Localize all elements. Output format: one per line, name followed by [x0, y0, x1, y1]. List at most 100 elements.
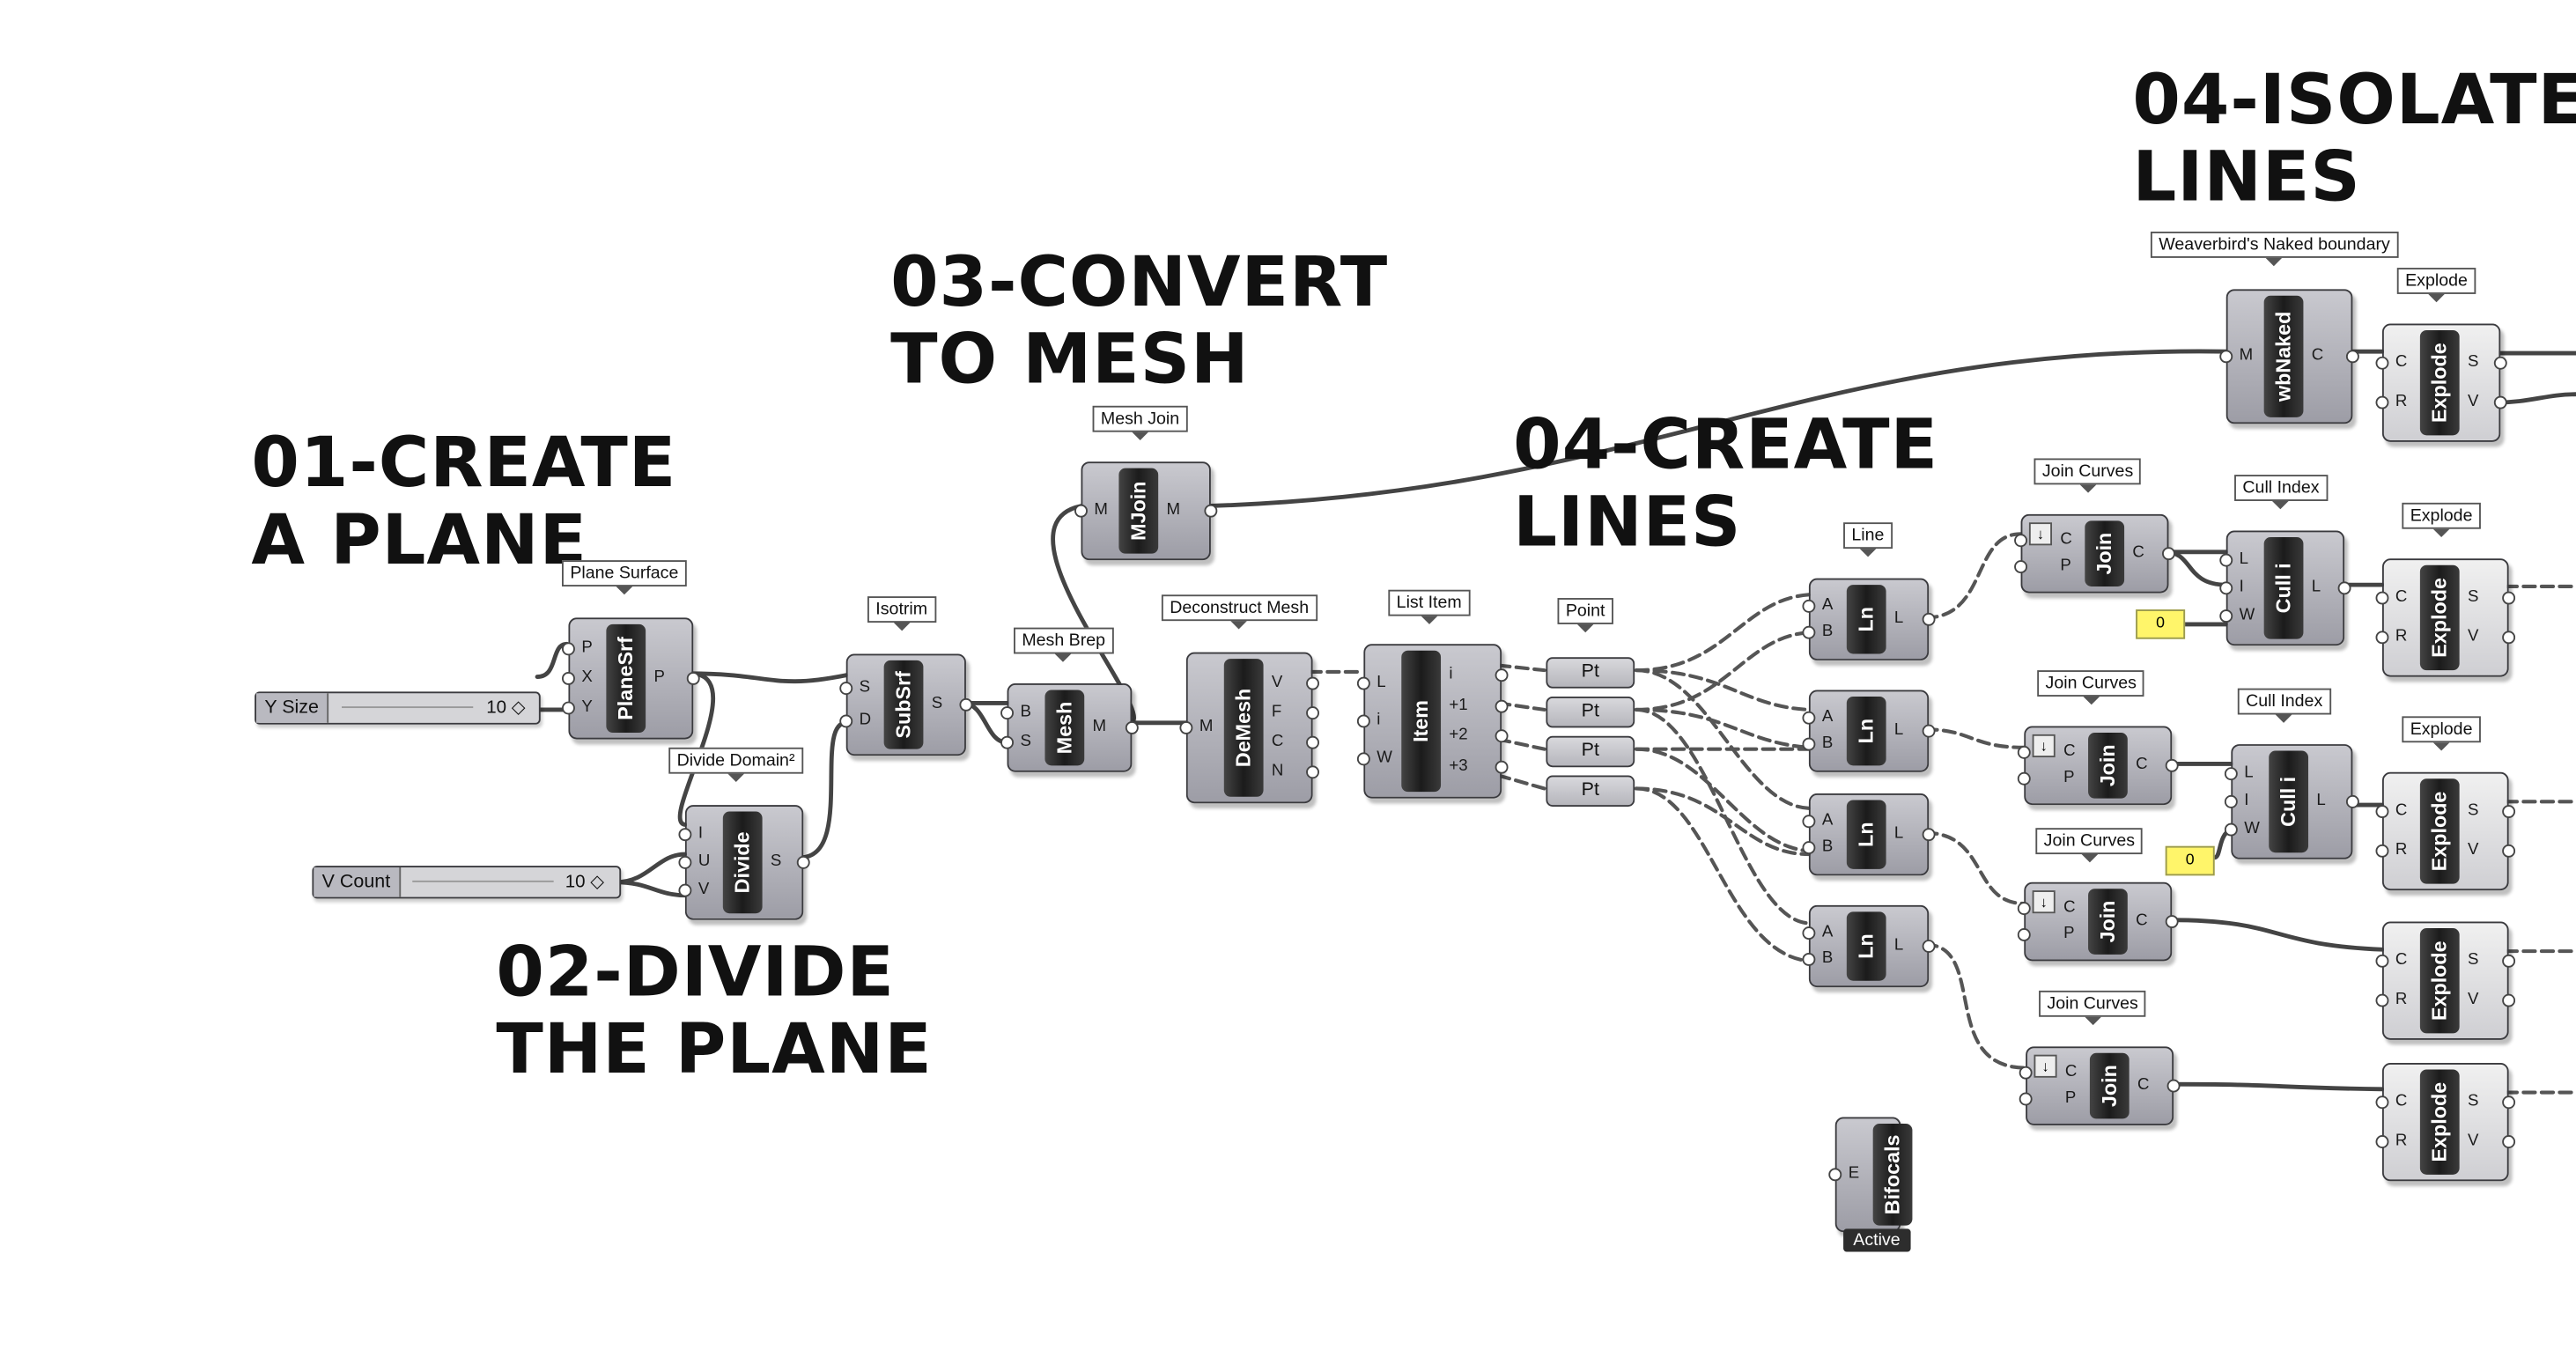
- port-pin[interactable]: [1306, 676, 1319, 690]
- port-in[interactable]: I: [2244, 792, 2249, 810]
- port-out[interactable]: M: [1092, 718, 1107, 736]
- port-out[interactable]: S: [2467, 353, 2479, 373]
- port-pin[interactable]: [1495, 699, 1509, 713]
- port-in[interactable]: B: [1821, 623, 1834, 641]
- port-out[interactable]: C: [2311, 346, 2324, 365]
- port-in[interactable]: B: [1821, 734, 1834, 753]
- port-pin[interactable]: [2166, 1079, 2181, 1093]
- port-pin[interactable]: [2493, 395, 2507, 409]
- port-pin[interactable]: [2017, 746, 2031, 760]
- port-out[interactable]: +3: [1449, 756, 1468, 775]
- port-out[interactable]: C: [2132, 543, 2144, 563]
- port-pin[interactable]: [1802, 841, 1816, 855]
- port-pin[interactable]: [1802, 952, 1816, 966]
- component-core[interactable]: wbNaked: [2263, 295, 2304, 417]
- port-out[interactable]: S: [2467, 1093, 2479, 1111]
- port-in[interactable]: R: [2395, 990, 2408, 1008]
- port-pin[interactable]: [2502, 992, 2516, 1007]
- port-in[interactable]: A: [1821, 708, 1834, 727]
- y-size-slider[interactable]: Y Size 10 ◇: [255, 691, 541, 725]
- port-out[interactable]: +1: [1449, 696, 1468, 715]
- port-pin[interactable]: [1802, 815, 1816, 829]
- port-out[interactable]: L: [1893, 609, 1904, 628]
- component-core[interactable]: Explode: [2419, 564, 2460, 671]
- port-pin[interactable]: [2224, 794, 2238, 808]
- port-out[interactable]: S: [931, 695, 943, 713]
- port-pin[interactable]: [839, 714, 853, 728]
- port-pin[interactable]: [1802, 599, 1816, 613]
- port-in[interactable]: L: [2244, 763, 2254, 782]
- port-in[interactable]: P: [581, 638, 593, 658]
- port-pin[interactable]: [2165, 758, 2179, 772]
- port-pin[interactable]: [678, 883, 692, 897]
- component-core[interactable]: Explode: [2419, 1069, 2460, 1175]
- port-pin[interactable]: [2224, 767, 2238, 781]
- port-pin[interactable]: [2017, 902, 2031, 916]
- component-core[interactable]: Join: [2085, 520, 2125, 586]
- port-in[interactable]: B: [1020, 704, 1031, 722]
- port-in[interactable]: B: [1821, 837, 1834, 856]
- component-core[interactable]: Explode: [2419, 329, 2460, 436]
- port-pin[interactable]: [2375, 395, 2389, 409]
- port-pin[interactable]: [2502, 805, 2516, 819]
- port-out[interactable]: V: [2467, 626, 2479, 645]
- port-pin[interactable]: [1356, 752, 1370, 766]
- port-pin[interactable]: [2019, 1091, 2033, 1105]
- port-pin[interactable]: [2375, 630, 2389, 644]
- port-in[interactable]: U: [698, 852, 711, 871]
- port-pin[interactable]: [2375, 955, 2389, 969]
- port-pin[interactable]: [2375, 592, 2389, 606]
- port-out[interactable]: S: [770, 852, 782, 871]
- port-out[interactable]: P: [653, 668, 665, 687]
- port-in[interactable]: B: [1821, 949, 1834, 968]
- port-out[interactable]: V: [2467, 990, 2479, 1008]
- component-core[interactable]: Ln: [1846, 800, 1886, 869]
- port-in[interactable]: C: [2064, 1063, 2078, 1082]
- port-pin[interactable]: [1204, 504, 1218, 518]
- port-in[interactable]: R: [2395, 392, 2408, 410]
- port-in[interactable]: W: [1377, 749, 1392, 768]
- port-pin[interactable]: [678, 828, 692, 842]
- port-pin[interactable]: [2017, 927, 2031, 941]
- port-in[interactable]: P: [2060, 556, 2071, 575]
- port-in[interactable]: R: [2395, 1131, 2408, 1150]
- port-pin[interactable]: [2014, 559, 2028, 573]
- port-in[interactable]: C: [2060, 531, 2072, 550]
- port-out[interactable]: L: [1893, 720, 1904, 740]
- port-pin[interactable]: [839, 682, 853, 696]
- port-pin[interactable]: [2219, 553, 2233, 567]
- port-pin[interactable]: [2219, 350, 2233, 364]
- component-core[interactable]: Divide: [722, 811, 763, 914]
- port-pin[interactable]: [678, 855, 692, 869]
- port-pin[interactable]: [1495, 668, 1509, 682]
- port-out[interactable]: F: [1271, 703, 1282, 721]
- component-core[interactable]: Ln: [1846, 696, 1886, 766]
- component-core[interactable]: Item: [1401, 650, 1442, 793]
- slider-track[interactable]: [342, 706, 474, 709]
- port-out[interactable]: C: [2136, 911, 2148, 930]
- port-out[interactable]: V: [2467, 1131, 2479, 1150]
- port-out[interactable]: V: [2467, 392, 2479, 410]
- port-in[interactable]: C: [2395, 588, 2408, 607]
- port-in[interactable]: P: [2063, 924, 2075, 943]
- port-pin[interactable]: [2375, 357, 2389, 371]
- port-pin[interactable]: [2161, 547, 2175, 561]
- port-in[interactable]: I: [698, 824, 704, 844]
- component-core[interactable]: SubSrf: [883, 660, 924, 749]
- port-in[interactable]: E: [1848, 1164, 1860, 1184]
- port-in[interactable]: R: [2395, 840, 2408, 859]
- port-pin[interactable]: [1000, 706, 1015, 720]
- port-pin[interactable]: [2493, 357, 2507, 371]
